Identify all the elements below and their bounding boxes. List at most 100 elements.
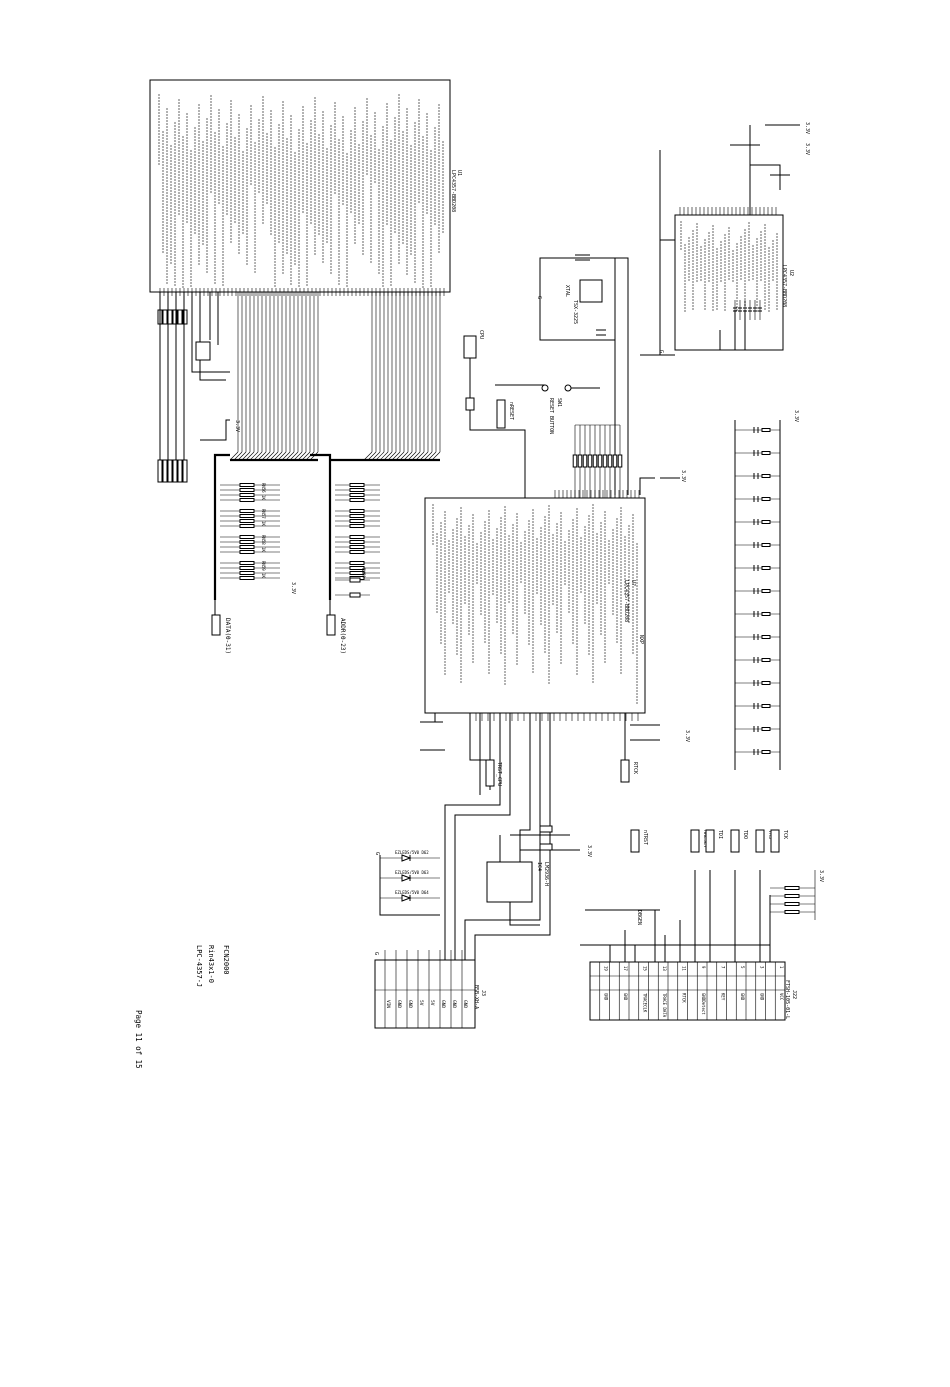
resistor [177, 309, 183, 325]
rn-resistor [349, 566, 365, 570]
rn-resistor [349, 488, 365, 492]
ic-u1: U1 LPC4357-BBD208 [149, 79, 462, 296]
resistor-pack-right: RN60 [335, 483, 380, 598]
bus-entry [387, 451, 397, 461]
rn-resistor [349, 540, 365, 544]
bus-entry [281, 451, 291, 461]
rn-ref: RN56 1K [261, 483, 266, 500]
bus-entry [245, 451, 255, 461]
rn-resistor [349, 592, 361, 598]
bus-entry [277, 451, 287, 461]
label-g-xtal: G [536, 296, 542, 299]
rn-resistor [239, 524, 255, 528]
resistor-out [162, 459, 168, 483]
rn-resistor [349, 561, 365, 565]
rn-resistor [239, 514, 255, 518]
bus-entry [399, 451, 409, 461]
left-resistor-stack [157, 309, 188, 483]
rn-ref: RN59 1K [261, 561, 266, 578]
rn-resistor [239, 576, 255, 580]
rn-resistor [239, 571, 255, 575]
rn-resistor [239, 519, 255, 523]
rn-resistor [349, 514, 365, 518]
u1-part: LPC4357-BBD208 [450, 170, 456, 212]
bus-entry [403, 451, 413, 461]
resistor-out [182, 459, 188, 483]
bus-entry [395, 451, 405, 461]
rn-resistor [239, 509, 255, 513]
mid-resistor [577, 454, 583, 468]
bus-entry [253, 451, 263, 461]
rn-resistor [349, 535, 365, 539]
bus-entry [371, 451, 381, 461]
rn-resistor [239, 550, 255, 554]
bus-entry [249, 451, 259, 461]
u1-left-components: 3.3V [157, 292, 240, 483]
umain-ref: U? [630, 580, 636, 586]
crystal-part: TSX-3225 [572, 300, 578, 324]
bus-entry [265, 451, 275, 461]
mid-resistor [587, 454, 593, 468]
rn-resistor [349, 498, 365, 502]
rn-resistor [239, 483, 255, 487]
resistor-out [177, 459, 183, 483]
bus-entry [237, 451, 247, 461]
u1-ref: U1 [456, 170, 462, 176]
rn-resistor [239, 498, 255, 502]
rn-resistor [239, 561, 255, 565]
bus-entry [233, 451, 243, 461]
resistor-out [157, 459, 163, 483]
bus-entry [305, 451, 315, 461]
mid-resistor [617, 454, 623, 468]
bus-entry [309, 451, 319, 461]
rn-resistor [349, 524, 365, 528]
bus-entry [257, 451, 267, 461]
rn-resistor [239, 488, 255, 492]
reset-switch-ref: SW1 [556, 398, 562, 407]
resistor-out [172, 459, 178, 483]
rn-resistor [349, 509, 365, 513]
umain-part: LPC4357-BBD208 [623, 580, 629, 622]
mid-resistor [592, 454, 598, 468]
net-reset: nRESET [508, 402, 514, 420]
mid-resistor [612, 454, 618, 468]
reset-switch-label: RESET BUTTON [548, 398, 554, 434]
rn-resistor [349, 493, 365, 497]
bus-entry [427, 451, 437, 461]
rn-resistor [349, 483, 365, 487]
resistor [182, 309, 188, 325]
rn-ref: RN57 1K [261, 509, 266, 526]
mid-resistor-array [572, 424, 623, 498]
bus-entry [273, 451, 283, 461]
bus-entry [411, 451, 421, 461]
bus-entry [391, 451, 401, 461]
label-vcc-left: 3.3V [234, 420, 240, 432]
bus-entry [367, 451, 377, 461]
bus-entry [297, 451, 307, 461]
resistor [162, 309, 168, 325]
resistor-out [167, 459, 173, 483]
rn-resistor [239, 493, 255, 497]
net-bus-b: ADDR(0-23) [339, 618, 346, 654]
rn-resistor [239, 545, 255, 549]
rn-resistor [239, 566, 255, 570]
mid-resistor [582, 454, 588, 468]
mid-resistor [607, 454, 613, 468]
rn-ref: RN60 [361, 568, 366, 578]
bus-entry [269, 451, 279, 461]
u1-pin-labels [158, 94, 444, 288]
bus-entry [261, 451, 271, 461]
mid-resistor [572, 454, 578, 468]
bus-entry [241, 451, 251, 461]
crystal-ref: XTAL [564, 285, 570, 297]
mid-resistor [602, 454, 608, 468]
mid-resistor [597, 454, 603, 468]
bus-entry [363, 451, 373, 461]
bus-entry [383, 451, 393, 461]
rn-resistor [239, 535, 255, 539]
rn-resistor [349, 550, 365, 554]
bus-entry [375, 451, 385, 461]
